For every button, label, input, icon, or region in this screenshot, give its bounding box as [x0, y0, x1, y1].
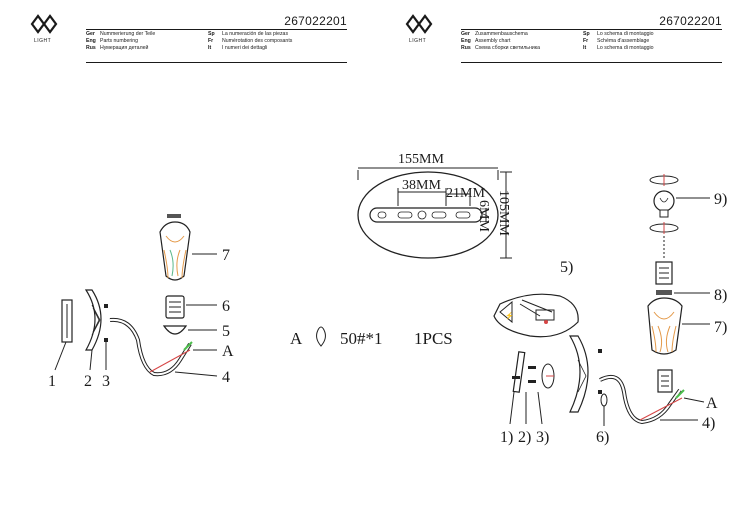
step-label: 5) [560, 259, 573, 276]
header-rule-bottom [86, 62, 347, 63]
step-label: 9) [714, 191, 727, 208]
canopy-2-icon [84, 289, 102, 351]
product-code: 267022201 [284, 14, 347, 28]
backplate-dimension-drawing [357, 167, 512, 259]
mounting-plate-icon [512, 351, 555, 393]
part-label: 4 [222, 369, 230, 386]
step-label: 8) [714, 287, 727, 304]
brand-logo-icon [30, 14, 58, 34]
arm-4-icon [599, 369, 685, 425]
step-label: 2) [518, 429, 531, 446]
shade-7-icon [159, 214, 191, 281]
mounting-plate-1-icon [61, 299, 73, 343]
cup-5-icon [162, 325, 188, 335]
step-label: 1) [500, 429, 513, 446]
socket-6-icon [165, 295, 185, 319]
bulb-note-letter: A [290, 329, 303, 348]
part-label: A [222, 343, 234, 360]
header-rule [86, 29, 347, 30]
brand-logo-text: LIGHT [409, 38, 427, 44]
header-rule-bottom [461, 62, 722, 63]
ring-8-icon [656, 290, 672, 295]
dimension-slot-height: 6MM [476, 200, 491, 232]
part-label: 7 [222, 247, 230, 264]
product-code: 267022201 [659, 14, 722, 28]
step-label: 4) [702, 415, 715, 432]
part-label: 3 [102, 373, 110, 390]
dimension-slot-spacing: 38MM [402, 178, 441, 193]
bulb-note-spec: 50#*1 [340, 329, 383, 348]
part-label: 2 [84, 373, 92, 390]
part-label: 5 [222, 323, 230, 340]
dimension-slot-width: 21MM [446, 186, 485, 201]
screw-icon [104, 338, 108, 342]
screw-icon [598, 390, 602, 394]
bulb-icon [316, 326, 326, 347]
svg-text:⚡: ⚡ [505, 311, 514, 320]
part-label: 1 [48, 373, 56, 390]
step-label: 3) [536, 429, 549, 446]
bulb-9-icon [649, 174, 679, 258]
part-label: 6 [222, 298, 230, 315]
dimension-width: 155MM [398, 152, 444, 167]
step-label: 7) [714, 319, 727, 336]
header-rule [461, 29, 722, 30]
canopy-icon [568, 335, 589, 413]
brand-logo-icon [405, 14, 433, 34]
screw-icon [598, 349, 602, 353]
step-label: A [706, 395, 718, 412]
dimension-height: 105MM [496, 190, 511, 236]
arm-4-icon [109, 317, 193, 377]
brand-logo-text: LIGHT [34, 38, 52, 44]
wiring-detail-icon: ⚡ [493, 293, 579, 338]
step-label: 6) [596, 429, 609, 446]
shade-7-icon [647, 297, 683, 355]
bulb-note-qty: 1PCS [414, 329, 453, 348]
screw-icon [104, 304, 108, 308]
washer-6-icon [600, 393, 608, 407]
